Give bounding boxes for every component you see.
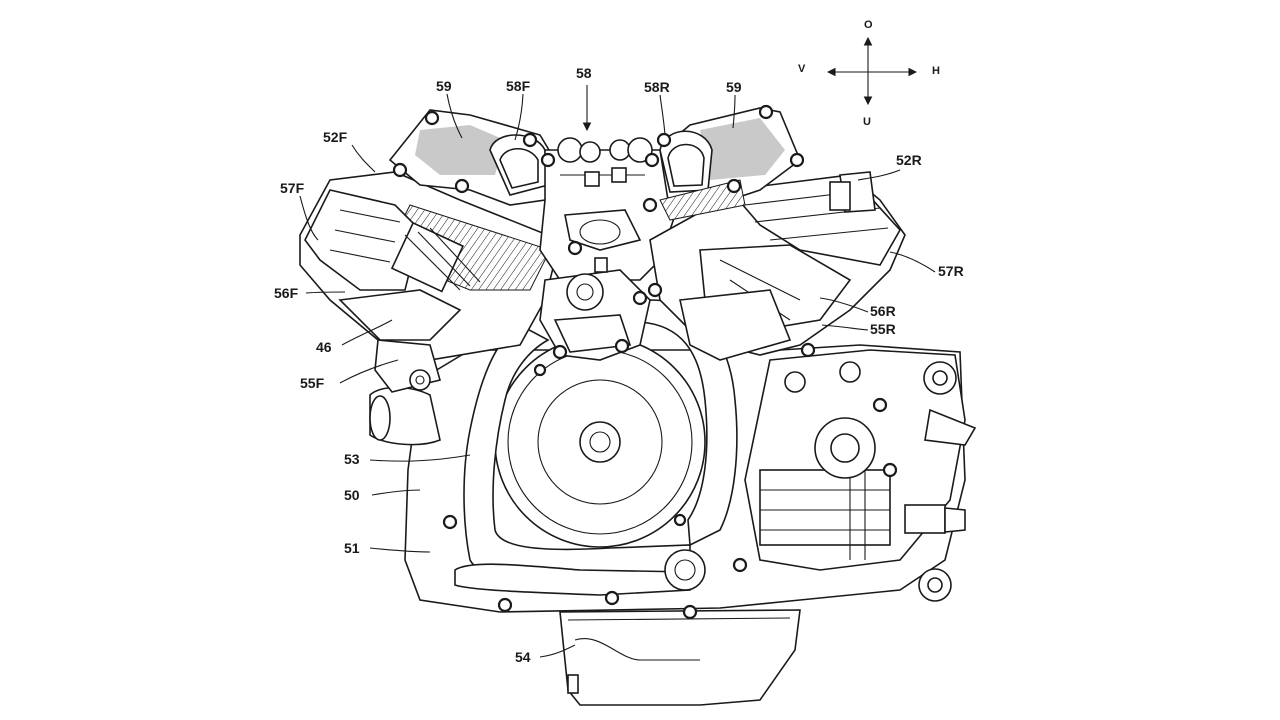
label-53: 53 [344,451,360,467]
label-57R: 57R [938,263,964,279]
label-56F: 56F [274,285,299,301]
label-58F: 58F [506,78,531,94]
compass-up-label: O [864,19,873,31]
label-57F: 57F [280,180,305,196]
oil-pan [559,609,801,706]
label-58: 58 [576,65,592,81]
label-59-right: 59 [726,79,742,95]
label-51: 51 [344,540,360,556]
direction-compass: O U V H [798,19,940,128]
compass-right-label: H [932,65,940,77]
label-54: 54 [515,649,531,665]
engine-drawing [299,85,977,706]
reference-labels: 59 58F 58 58R 59 52F 52R 57F 57R 56F 56R… [274,65,964,665]
label-55R: 55R [870,321,896,337]
bolts [392,104,898,620]
label-52F: 52F [323,129,348,145]
leader-lines [299,93,936,658]
compass-left-label: V [798,63,806,75]
label-56R: 56R [870,303,896,319]
compass-down-label: U [863,116,871,128]
label-59-left: 59 [436,78,452,94]
label-55F: 55F [300,375,325,391]
label-50: 50 [344,487,360,503]
label-58R: 58R [644,79,670,95]
label-52R: 52R [896,152,922,168]
label-46: 46 [316,339,332,355]
